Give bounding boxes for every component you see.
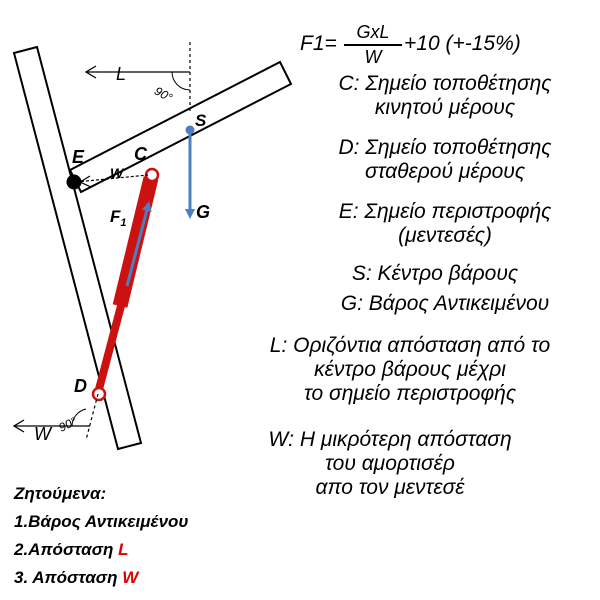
legend-c-line2: κινητού μέρους (374, 96, 516, 119)
legend-d-line2: σταθερού μέρους (364, 160, 526, 183)
distance-w-small-line (75, 174, 149, 183)
label-e: E (72, 147, 85, 167)
right-angle-arc-top (171, 71, 191, 91)
task-item-1: 1.Βάρος Αντικειμένου (14, 512, 189, 531)
legend-d: D: Σημείο τοποθέτησης σταθερού μέρους (300, 136, 590, 184)
distance-w-bottom-extension (85, 393, 99, 441)
legend-l-line3: το σημείο περιστροφής (303, 382, 517, 405)
legend-w-line3: απο τον μεντεσέ (315, 476, 465, 499)
legend-s: S: Κέντρο βάρους (290, 262, 580, 286)
legend-w-line2: του αμορτισέρ (325, 452, 455, 475)
legend-d-line1: D: Σημείο τοποθέτησης (338, 136, 552, 159)
label-angle-bottom: 90° (56, 414, 79, 434)
distance-w-bottom-arrowhead (12, 419, 25, 433)
shock-absorber-rod (94, 298, 126, 397)
point-e-hinge (66, 174, 82, 190)
legend-e-line2: (μεντεσές) (398, 224, 492, 247)
legend-c: C: Σημείο τοποθέτησης κινητού μέρους (300, 72, 590, 120)
label-s: S (195, 111, 207, 130)
label-g: G (196, 202, 210, 222)
label-w-bottom: W (34, 424, 53, 444)
point-d-marker (91, 386, 107, 402)
right-angle-arc-bottom (71, 408, 87, 427)
task-item-3-var: W (122, 568, 139, 587)
point-s-marker (185, 125, 195, 135)
legend-g: G: Βάρος Αντικειμένου (300, 292, 590, 316)
legend-g-line1: G: Βάρος Αντικειμένου (340, 292, 550, 315)
legend-c-line1: C: Σημείο τοποθέτησης (338, 72, 552, 95)
legend-w-line1: W: Η μικρότερη απόσταση (268, 428, 512, 451)
label-c: C (134, 144, 148, 164)
tasks-title: Ζητούμενα: (14, 484, 107, 503)
formula-denominator: W (364, 47, 382, 67)
moving-lid-bar (68, 60, 293, 194)
distance-l-arrowhead (84, 65, 97, 79)
formula-rhs: +10 (+-15%) (404, 32, 521, 55)
legend-w: W: Η μικρότερη απόσταση του αμορτισέρ απ… (225, 428, 555, 500)
formula-numerator: GxL (356, 22, 390, 42)
legend-l: L: Οριζόντια απόσταση από το κέντρο βάρο… (225, 334, 595, 406)
legend-e-line1: E: Σημείο περιστροφής (338, 200, 552, 223)
task-item-3-text: 3. Απόσταση (14, 568, 123, 587)
task-item-2: 2.Απόσταση L (14, 540, 129, 560)
label-f1: F1 (110, 207, 127, 229)
legend-l-line2: κέντρο βάρους μέχρι (314, 358, 506, 381)
formula-fraction: GxL W (344, 22, 402, 68)
legend-l-line1: L: Οριζόντια απόσταση από το (269, 334, 551, 357)
shock-absorber-cylinder (112, 176, 159, 308)
formula-lhs: F1= (300, 32, 337, 55)
label-w-small: W (110, 165, 125, 181)
label-l: L (116, 64, 126, 84)
label-d: D (74, 376, 87, 396)
task-item-3: 3. Απόσταση W (14, 568, 138, 588)
task-item-2-text: 2.Απόσταση (14, 540, 119, 559)
task-item-2-var: L (118, 540, 129, 559)
force-f1-arrow (125, 201, 152, 287)
formula-fraction-bar (344, 44, 402, 46)
legend-e: E: Σημείο περιστροφής (μεντεσές) (300, 200, 590, 248)
label-angle-top: 90° (152, 84, 175, 105)
legend-s-line1: S: Κέντρο βάρους (351, 262, 519, 285)
